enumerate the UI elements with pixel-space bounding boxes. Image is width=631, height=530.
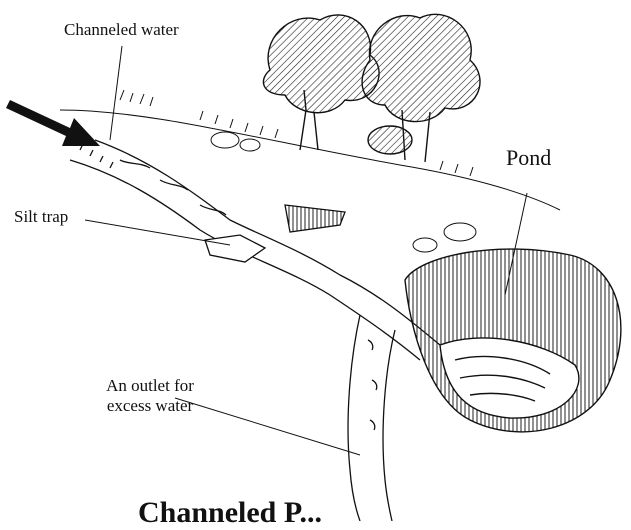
pond [405,249,621,432]
trees [263,14,480,162]
outlet-label: An outlet for excess water [80,376,220,416]
silt-trap [205,205,345,262]
silt-trap-label: Silt trap [14,207,68,227]
pond-label: Pond [506,148,551,168]
outlet-channel [348,315,395,521]
flow-arrow [6,100,100,146]
outlet-label-line-2: excess water [80,396,220,416]
channeled-water-label: Channeled water [64,20,179,40]
diagram-title: Channeled P... [138,496,322,530]
outlet-label-line-1: An outlet for [80,376,220,396]
